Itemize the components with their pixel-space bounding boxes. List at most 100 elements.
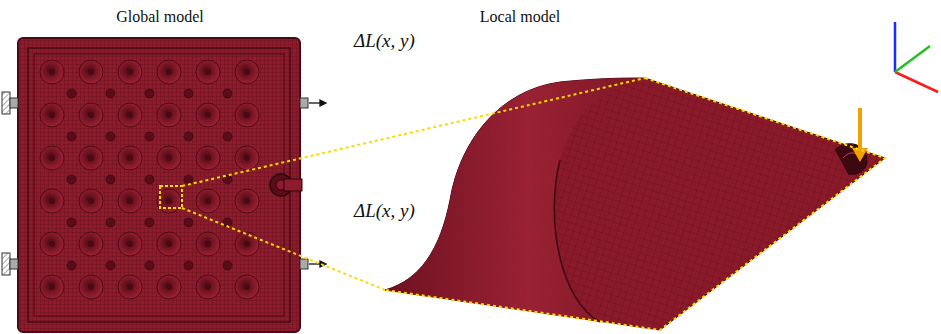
small-dimple [106,89,115,98]
dimple [196,232,220,256]
dimple [40,189,64,213]
dimple-center [88,241,94,247]
dimple [196,103,220,127]
dimple-center [205,155,211,161]
dimple-center [166,112,172,118]
dimple [118,103,142,127]
dimple-center [49,112,55,118]
dimple-center [127,198,133,204]
dimple [157,275,181,299]
dimple [118,60,142,84]
dimple [40,232,64,256]
small-dimple [145,261,154,270]
dimple [118,146,142,170]
dimple-center [88,198,94,204]
dimple-center [88,69,94,75]
dimple [196,146,220,170]
dimple-center [244,241,250,247]
dimple [196,60,220,84]
small-dimple [106,175,115,184]
dimple-center [205,69,211,75]
dimple-center [49,284,55,290]
dimple [235,275,259,299]
dimple-center [166,155,172,161]
dimple [40,103,64,127]
dimple [40,275,64,299]
dimple [157,103,181,127]
small-dimple [67,261,76,270]
dimple-center [49,155,55,161]
dimple [40,60,64,84]
dimple [157,232,181,256]
dimple-center [166,198,172,204]
small-dimple [184,132,193,141]
model-panel: Local model [420,0,620,334]
small-dimple [106,261,115,270]
dimple [235,60,259,84]
dimple-center [166,284,172,290]
small-dimple [67,218,76,227]
model-panel: Global model [0,0,320,334]
small-dimple [145,218,154,227]
dimple-center [49,241,55,247]
dimple-center [244,112,250,118]
dimple-center [88,284,94,290]
dimple [79,232,103,256]
dimple [118,189,142,213]
dimple [235,146,259,170]
dimple [79,60,103,84]
dimple-center [127,69,133,75]
dimple-center [49,198,55,204]
dimple-center [244,69,250,75]
dimple [196,275,220,299]
dimple-center [49,69,55,75]
dimple [235,189,259,213]
dimple [235,103,259,127]
dimple-center [205,241,211,247]
displacement-label: ΔL(x, y) [352,200,417,222]
dimple [196,189,220,213]
dimple [118,275,142,299]
small-dimple [223,261,232,270]
dimple [79,189,103,213]
small-dimple [145,175,154,184]
small-dimple [223,132,232,141]
dimple-center [166,241,172,247]
small-dimple [184,261,193,270]
dimple-center [127,155,133,161]
model-title: Local model [420,8,620,26]
small-dimple [67,132,76,141]
small-dimple [184,175,193,184]
dimple-center [205,198,211,204]
small-dimple [145,132,154,141]
dimple-center [244,198,250,204]
small-dimple [106,132,115,141]
dimple [157,60,181,84]
model-title: Global model [0,8,320,26]
dimple-center [205,284,211,290]
displacement-label: ΔL(x, y) [352,30,417,52]
dimple [40,146,64,170]
small-dimple [184,89,193,98]
dimple-center [127,241,133,247]
dimple [79,146,103,170]
small-dimple [145,89,154,98]
small-dimple [67,89,76,98]
small-dimple [106,218,115,227]
dimple-center [205,112,211,118]
dimple [79,103,103,127]
dimple-center [127,284,133,290]
dimple-center [127,112,133,118]
dimple [235,232,259,256]
dimple [157,146,181,170]
dimple [79,275,103,299]
dimple-center [244,155,250,161]
dimple [118,232,142,256]
dimple-center [166,69,172,75]
dimple-center [88,112,94,118]
small-dimple [223,89,232,98]
dimple-center [244,284,250,290]
small-dimple [67,175,76,184]
dimple-center [88,155,94,161]
